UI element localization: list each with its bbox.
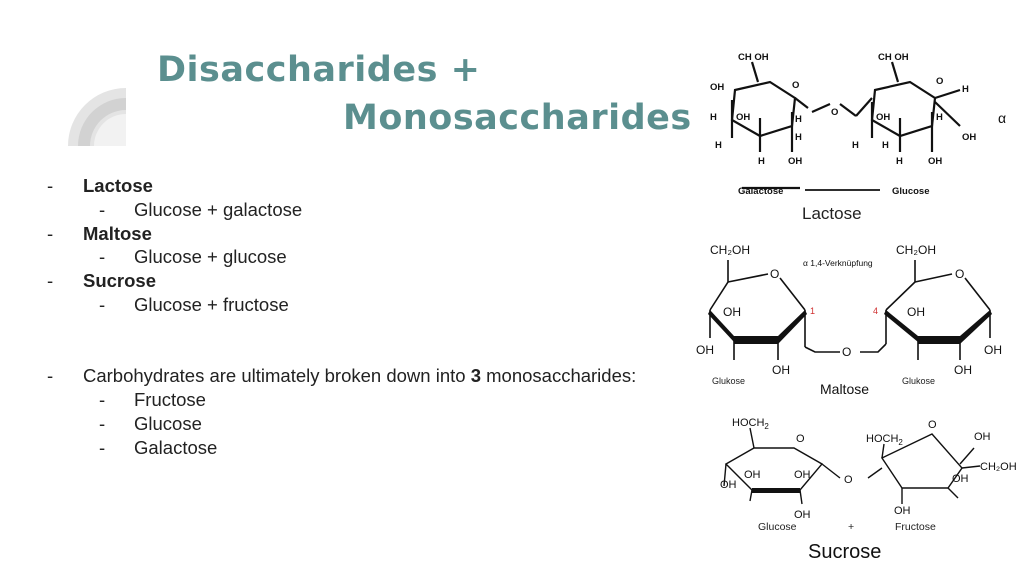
svg-text:OH: OH xyxy=(794,509,811,521)
svg-text:O: O xyxy=(770,267,779,281)
svg-text:OH: OH xyxy=(894,505,911,517)
svg-text:O: O xyxy=(796,433,805,445)
svg-text:H: H xyxy=(962,84,969,95)
list-item: - Maltose xyxy=(47,222,697,246)
glucose-label: Glucose xyxy=(892,186,930,197)
svg-text:O: O xyxy=(844,474,853,486)
bullet-dash: - xyxy=(99,293,106,315)
svg-text:O: O xyxy=(928,419,937,431)
slide-title-line-1: Disaccharides + xyxy=(157,50,481,90)
bullet-dash: - xyxy=(47,365,54,387)
svg-text:OH: OH xyxy=(974,431,991,443)
svg-text:CH₂OH: CH₂OH xyxy=(710,243,750,257)
svg-text:H: H xyxy=(795,114,802,125)
svg-text:OH: OH xyxy=(954,363,972,377)
svg-text:O: O xyxy=(792,80,799,91)
glukose-right-label: Glukose xyxy=(902,376,935,386)
svg-text:O: O xyxy=(955,267,964,281)
fructose-label: Fructose xyxy=(895,521,936,533)
sucrose-structure-diagram: HOCH2 O OH OH OH O HOCH2 O OH CH₂OH OH O… xyxy=(720,417,1017,563)
disaccharide-name: Lactose xyxy=(83,175,153,196)
maltose-structure-diagram: CH₂OH CH₂OH O O OH OH OH OH O OH OH α 1,… xyxy=(696,243,1002,397)
disaccharide-components: Glucose + glucose xyxy=(134,246,287,268)
list-item: - Fructose xyxy=(47,388,697,412)
bullet-dash: - xyxy=(47,270,54,292)
bullet-dash: - xyxy=(99,198,106,220)
sucrose-caption: Sucrose xyxy=(808,541,881,563)
carbon-number-1: 1 xyxy=(810,306,815,316)
bullet-dash: - xyxy=(47,222,54,244)
monosaccharide-count: 3 xyxy=(470,365,481,387)
slide-title-line-2: Monosaccharides xyxy=(343,98,692,138)
svg-text:OH: OH xyxy=(788,156,802,167)
svg-text:OH: OH xyxy=(928,156,942,167)
svg-text:OH: OH xyxy=(772,363,790,377)
list-item: - Glucose + glucose xyxy=(47,245,697,269)
svg-text:OH: OH xyxy=(952,473,969,485)
list-item: - Lactose xyxy=(47,174,697,198)
list-item: - Carbohydrates are ultimately broken do… xyxy=(47,364,697,388)
svg-text:H: H xyxy=(936,112,943,123)
list-item: - Glucose + fructose xyxy=(47,293,697,317)
bullet-dash: - xyxy=(99,436,106,458)
disaccharide-name: Sucrose xyxy=(83,270,157,292)
monosaccharide-item: Fructose xyxy=(134,389,206,411)
svg-text:OH: OH xyxy=(907,305,925,319)
svg-text:H: H xyxy=(795,132,802,143)
svg-text:H: H xyxy=(710,112,717,123)
svg-text:OH: OH xyxy=(744,469,761,481)
bullet-list: - Lactose - Glucose + galactose - Maltos… xyxy=(47,174,697,460)
list-item: - Sucrose xyxy=(47,269,697,293)
maltose-caption: Maltose xyxy=(820,381,869,397)
disaccharide-components: Glucose + galactose xyxy=(134,198,303,220)
bullet-dash: - xyxy=(99,246,106,268)
svg-text:H: H xyxy=(896,156,903,167)
svg-text:H: H xyxy=(758,156,765,167)
svg-text:OH: OH xyxy=(696,343,714,357)
carbon-number-4: 4 xyxy=(873,306,878,316)
svg-text:O: O xyxy=(936,76,943,87)
svg-text:H: H xyxy=(882,140,889,151)
glucose-label: Glucose xyxy=(758,521,797,533)
glukose-left-label: Glukose xyxy=(712,376,745,386)
list-item: - Glucose xyxy=(47,412,697,436)
list-item: - Glucose + galactose xyxy=(47,198,697,222)
hoch2-label: HOCH2 xyxy=(732,417,769,431)
monosaccharide-item: Glucose xyxy=(134,412,202,434)
svg-text:OH: OH xyxy=(720,479,737,491)
monosaccharide-item: Galactose xyxy=(134,436,218,458)
alpha-link-label: α 1,4-Verknüpfung xyxy=(803,258,873,268)
ch2oh-label: CH OH xyxy=(878,52,909,63)
plus-sign: + xyxy=(848,521,854,533)
svg-text:OH: OH xyxy=(876,112,890,123)
svg-text:OH: OH xyxy=(723,305,741,319)
svg-text:H: H xyxy=(852,140,859,151)
svg-text:OH: OH xyxy=(710,82,724,93)
svg-text:OH: OH xyxy=(736,112,750,123)
svg-text:CH₂OH: CH₂OH xyxy=(896,243,936,257)
breakdown-sentence: Carbohydrates are ultimately broken down… xyxy=(83,365,637,387)
bullet-dash: - xyxy=(99,412,106,434)
list-item: - Galactose xyxy=(47,436,697,460)
hoch2-label: HOCH2 xyxy=(866,433,903,447)
svg-text:O: O xyxy=(831,107,838,118)
svg-text:OH: OH xyxy=(794,469,811,481)
svg-text:CH₂OH: CH₂OH xyxy=(980,461,1017,473)
svg-text:OH: OH xyxy=(962,132,976,143)
bullet-dash: - xyxy=(47,175,54,196)
decorative-arc-graphic xyxy=(68,88,126,146)
galactose-label: Galactose xyxy=(738,186,783,197)
svg-text:O: O xyxy=(842,345,851,359)
svg-text:OH: OH xyxy=(984,343,1002,357)
bullet-dash: - xyxy=(99,389,106,411)
ch2oh-label: CH OH xyxy=(738,52,769,63)
lactose-structure-diagram: CH OH CH OH OH O O O OH H H H H H OH H O… xyxy=(710,52,1006,223)
disaccharide-components: Glucose + fructose xyxy=(134,293,289,315)
disaccharide-name: Maltose xyxy=(83,222,152,244)
lactose-caption: Lactose xyxy=(802,204,862,223)
alpha-symbol: α xyxy=(998,110,1006,126)
svg-text:H: H xyxy=(715,140,722,151)
